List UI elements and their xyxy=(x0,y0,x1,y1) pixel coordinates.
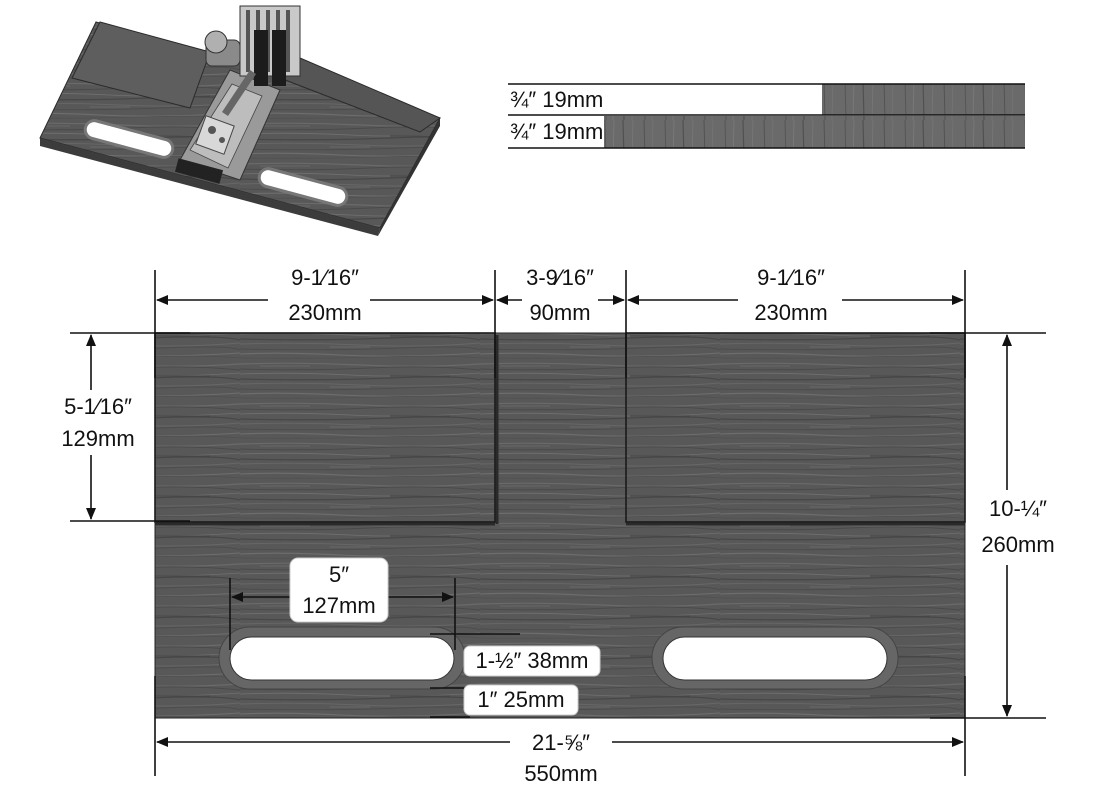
dimension-labels: 9-1⁄16″ 230mm 3-9⁄16″ 90mm 9-1⁄16″ 230mm… xyxy=(61,265,1054,786)
dimension-lines xyxy=(70,270,1046,776)
left-width-metric: 230mm xyxy=(288,300,361,325)
slot-length-metric: 127mm xyxy=(302,593,375,618)
right-width-imperial: 9-1⁄16″ xyxy=(757,265,825,290)
total-width-metric: 550mm xyxy=(524,761,597,786)
thickness-diagram: ¾″ 19mm ¾″ 19mm xyxy=(508,83,1025,149)
layer-bottom-thickness-label: ¾″ 19mm xyxy=(510,119,603,144)
right-width-metric: 230mm xyxy=(754,300,827,325)
slot-width-text: 1-½″ 38mm xyxy=(476,648,589,673)
slot-right xyxy=(651,626,899,690)
gap-width-metric: 90mm xyxy=(529,300,590,325)
slot-width-label: 1-½″ 38mm xyxy=(463,645,601,677)
slot-length-imperial: 5″ xyxy=(329,562,349,587)
preview-slot-left xyxy=(83,119,175,159)
preview-slot-right xyxy=(257,167,349,207)
machine-render-preview xyxy=(39,5,442,236)
upper-height-imperial: 5-1⁄16″ xyxy=(64,394,132,419)
gap-width-imperial: 3-9⁄16″ xyxy=(526,265,594,290)
total-height-imperial: 10-¼″ xyxy=(989,496,1047,521)
slot-length-label: 5″ 127mm xyxy=(289,557,389,623)
slot-offset-label: 1″ 25mm xyxy=(463,684,579,716)
left-width-imperial: 9-1⁄16″ xyxy=(291,265,359,290)
upper-pad-left xyxy=(154,332,496,523)
total-width-imperial: 21-⅝″ xyxy=(532,730,590,755)
slot-left xyxy=(218,626,466,690)
machine-icon xyxy=(174,5,301,184)
upper-height-metric: 129mm xyxy=(61,426,134,451)
upper-pad-right xyxy=(625,332,966,523)
slot-offset-text: 1″ 25mm xyxy=(477,687,564,712)
layer-top-thickness-label: ¾″ 19mm xyxy=(510,87,603,112)
total-height-metric: 260mm xyxy=(981,532,1054,557)
